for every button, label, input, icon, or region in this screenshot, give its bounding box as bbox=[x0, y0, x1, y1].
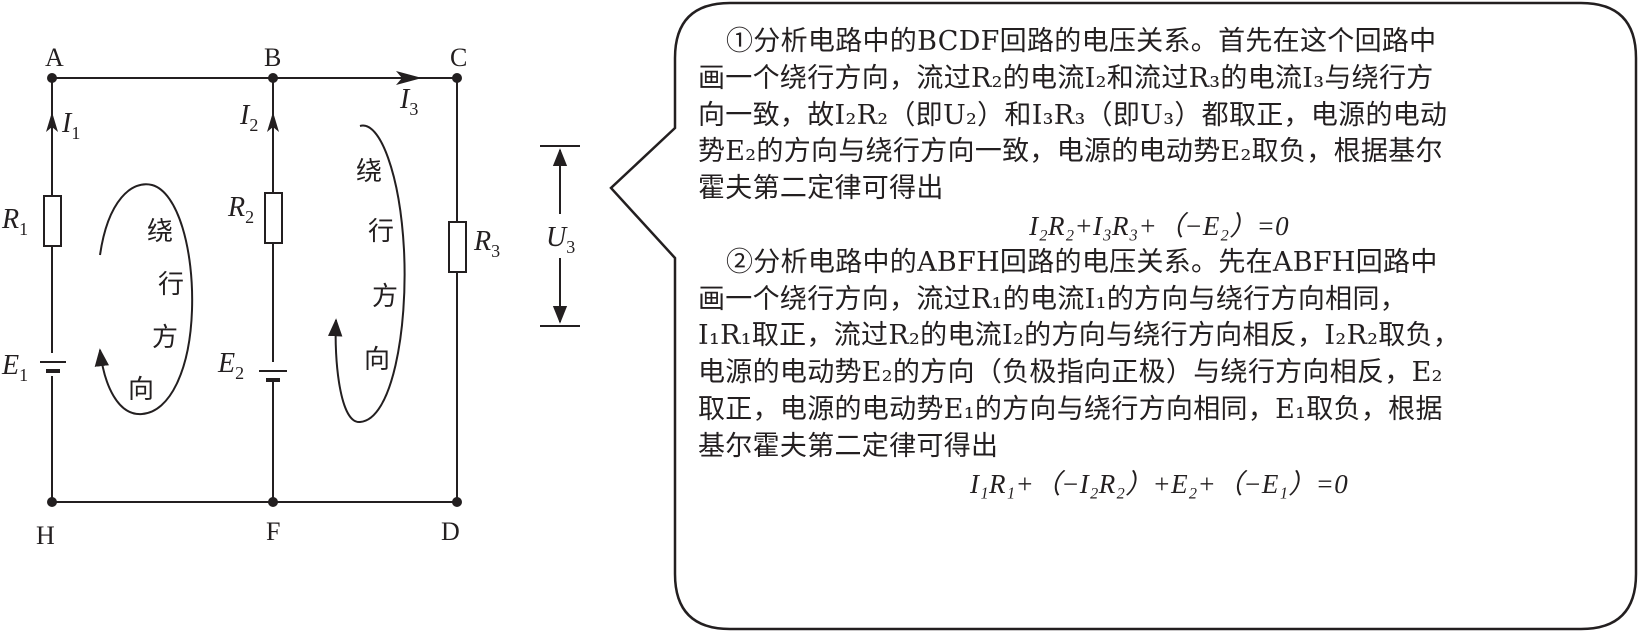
resistor-label-r3: R3 bbox=[473, 226, 500, 261]
loop-left-char-4: 向 bbox=[128, 375, 154, 405]
node-a-dot bbox=[47, 73, 57, 83]
para2-line1: ②分析电路中的ABFH回路的电压关系。先在ABFH回路中 bbox=[726, 246, 1438, 278]
current-label-i3: I3 bbox=[399, 84, 418, 119]
node-label-f: F bbox=[266, 517, 280, 546]
para2-line3: I₁R₁取正，流过R₂的电流I₂的方向与绕行方向相反，I₂R₂取负， bbox=[698, 320, 1461, 352]
para2-line6: 基尔霍夫第二定律可得出 bbox=[698, 430, 999, 462]
para1-line2: 画一个绕行方向，流过R₂的电流I₂和流过R₃的电流I₃与绕行方 bbox=[698, 62, 1434, 94]
resistor-label-r1: R1 bbox=[1, 204, 28, 239]
loop-left-char-2: 行 bbox=[158, 270, 184, 300]
current-label-i2: I2 bbox=[239, 100, 258, 135]
node-f-dot bbox=[268, 497, 278, 507]
para2-line5: 取正，电源的电动势E₁的方向与绕行方向相同，E₁取负，根据 bbox=[698, 393, 1443, 425]
node-b-dot bbox=[268, 73, 278, 83]
para1-line3: 向一致，故I₂R₂（即U₂）和I₃R₃（即U₃）都取正，电源的电动 bbox=[698, 99, 1448, 131]
current-i3-arrow bbox=[396, 71, 422, 85]
para1-line5: 霍夫第二定律可得出 bbox=[698, 173, 944, 205]
source-label-e1: E1 bbox=[1, 350, 28, 385]
loop-right-char-4: 向 bbox=[364, 345, 390, 375]
loop-right-char-1: 绕 bbox=[356, 157, 382, 187]
loop-right-char-3: 方 bbox=[372, 282, 398, 312]
speech-bubble bbox=[609, 1, 1638, 631]
loop-right-char-2: 行 bbox=[368, 217, 394, 247]
source-label-e2: E2 bbox=[217, 348, 244, 383]
loop-right-circulation bbox=[328, 124, 406, 424]
current-i1-arrow bbox=[46, 112, 58, 132]
loop-left-char-3: 方 bbox=[152, 323, 178, 353]
explanation-text: ①分析电路中的BCDF回路的电压关系。首先在这个回路中 画一个绕行方向，流过R₂… bbox=[698, 24, 1620, 502]
para2-line4: 电源的电动势E₂的方向（负极指向正极）与绕行方向相反，E₂ bbox=[698, 357, 1443, 389]
node-label-d: D bbox=[441, 517, 460, 546]
node-label-h: H bbox=[36, 521, 55, 550]
node-label-a: A bbox=[45, 43, 64, 72]
current-label-i1: I1 bbox=[61, 108, 80, 143]
resistor-r3 bbox=[448, 221, 467, 273]
equation-2: I₁R₁+（−I₂R₂）+E₂+（−E₁）=0 bbox=[970, 468, 1348, 499]
node-d-dot bbox=[452, 497, 462, 507]
resistor-label-r2: R2 bbox=[227, 192, 254, 227]
loop-left-char-1: 绕 bbox=[147, 217, 173, 247]
current-i2-arrow bbox=[267, 112, 279, 132]
para2-line2: 画一个绕行方向，流过R₁的电流I₁的方向与绕行方向相同， bbox=[698, 283, 1408, 315]
para1-line4: 势E₂的方向与绕行方向一致，电源的电动势E₂取负，根据基尔 bbox=[698, 136, 1443, 168]
node-h-dot bbox=[47, 497, 57, 507]
node-label-b: B bbox=[264, 43, 281, 72]
node-label-c: C bbox=[450, 43, 467, 72]
loop-left-circulation bbox=[94, 183, 194, 416]
node-c-dot bbox=[452, 73, 462, 83]
para1-line1: ①分析电路中的BCDF回路的电压关系。首先在这个回路中 bbox=[726, 26, 1437, 57]
resistor-r1 bbox=[43, 195, 62, 247]
voltage-label-u3: U3 bbox=[546, 222, 575, 257]
resistor-r2 bbox=[264, 192, 283, 244]
equation-1: I₂R₂+I₃R₃+（−E₂）=0 bbox=[1029, 210, 1289, 241]
